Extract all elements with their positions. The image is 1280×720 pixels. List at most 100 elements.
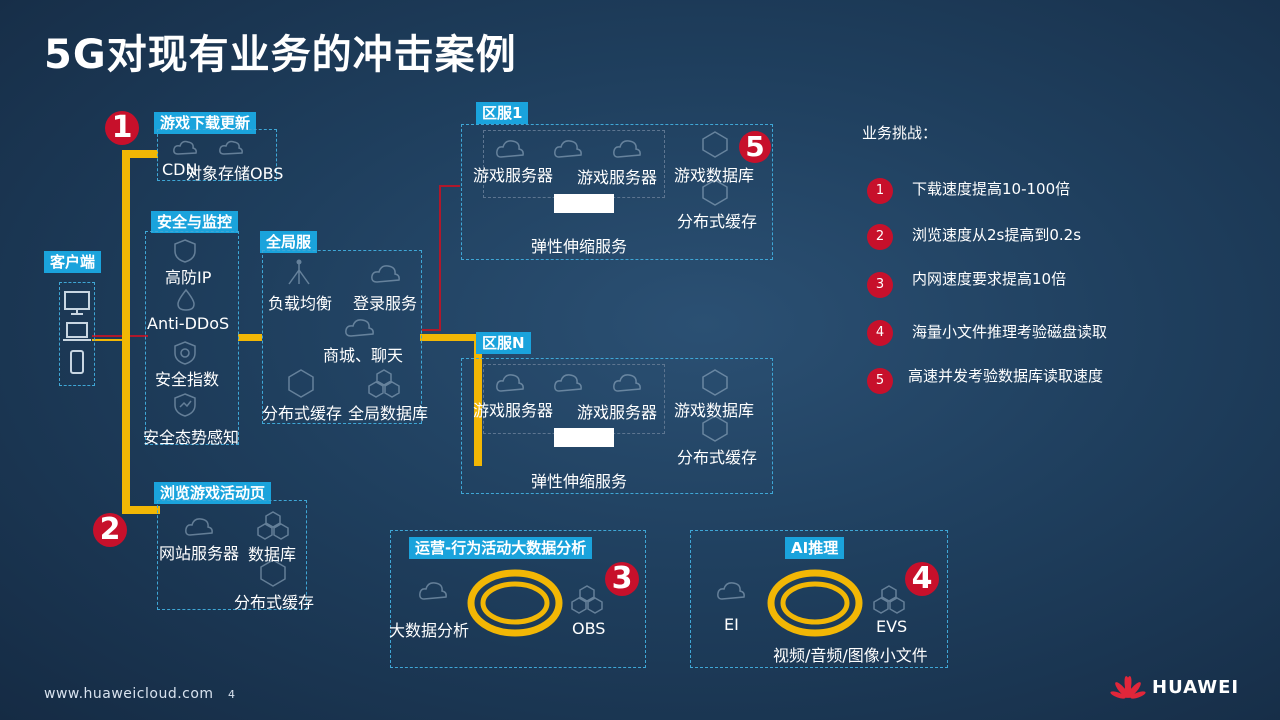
database-hex-icon (702, 131, 728, 158)
brand-wordmark: HUAWEI (1152, 677, 1240, 698)
zoneN-vertical-bar (474, 334, 482, 466)
server-cloud-icon (554, 140, 582, 158)
database-hex-icon (368, 369, 400, 398)
security-item-antiddos-ip: 高防IP (165, 268, 212, 287)
zone1-cache-label: 分布式缓存 (677, 212, 758, 231)
global-box (262, 250, 422, 424)
challenge-badge-3: 3 (867, 272, 893, 298)
bigdata-cloud-icon (419, 582, 447, 600)
badge-1: 1 (105, 111, 139, 145)
footer-url[interactable]: www.huaweicloud.com (44, 686, 214, 702)
cache-hex-icon (260, 559, 286, 587)
zone1-database-label: 游戏数据库 (674, 166, 755, 185)
server-cloud-icon (496, 374, 524, 392)
main-trunk-bar (122, 150, 130, 512)
mall-chat-label: 商城、聊天 (323, 346, 404, 365)
client-devices-icon (63, 291, 91, 374)
global-tag: 全局服 (260, 231, 318, 253)
zone1-server1-label: 游戏服务器 (473, 166, 554, 185)
challenge-badge-1: 1 (867, 178, 893, 204)
cloud-icon (219, 140, 243, 155)
zoneN-server2-label: 游戏服务器 (577, 403, 658, 422)
zoneN-box (461, 358, 773, 494)
server-cloud-icon (613, 140, 641, 158)
small-files-label: 视频/音频/图像小文件 (773, 646, 928, 665)
web-server-label: 网站服务器 (159, 544, 240, 563)
zoneN-scaling-label: 弹性伸缩服务 (531, 472, 628, 491)
zoneN-tag: 区服N (476, 332, 531, 354)
download-branch-bar (122, 150, 158, 158)
download-box (157, 129, 277, 181)
database-hex-icon (702, 369, 728, 396)
global-cache-label: 分布式缓存 (262, 404, 343, 423)
ai-box (690, 530, 948, 668)
zoneN-cache-label: 分布式缓存 (677, 448, 758, 467)
bigdata-analysis-label: 大数据分析 (389, 621, 470, 640)
zoneN-server1-label: 游戏服务器 (473, 401, 554, 420)
shield-check-icon (174, 341, 196, 365)
obs-label: 对象存储OBS (186, 164, 284, 183)
login-service-label: 登录服务 (353, 294, 418, 313)
badge-3: 3 (605, 562, 639, 596)
cache-hex-icon (702, 415, 728, 442)
load-balancer-label: 负载均衡 (268, 294, 333, 313)
ops-obs-label: OBS (572, 619, 606, 638)
security-item-awareness: 安全态势感知 (143, 428, 240, 447)
browse-branch-bar (122, 506, 160, 514)
huawei-logo-icon (1110, 676, 1146, 699)
ei-label: EI (724, 615, 739, 634)
zone1-box (461, 124, 773, 260)
zoneN-database-label: 游戏数据库 (674, 401, 755, 420)
badge-2: 2 (93, 513, 127, 547)
browse-cache-label: 分布式缓存 (234, 593, 315, 612)
challenge-badge-5: 5 (867, 368, 893, 394)
download-tag: 游戏下载更新 (154, 112, 257, 134)
drop-icon (177, 288, 195, 311)
challenge-text-2: 浏览速度从2s提高到0.2s (912, 226, 1082, 244)
server-cloud-icon (613, 374, 641, 392)
evs-hex-icon (873, 585, 905, 614)
ai-data-loop-icon (767, 569, 863, 637)
ai-tag: AI推理 (785, 537, 845, 559)
server-cloud-icon (496, 140, 524, 158)
cloud-icon (173, 140, 197, 155)
ops-box (390, 530, 646, 668)
security-box (145, 231, 239, 445)
challenge-badge-2: 2 (867, 224, 893, 250)
ops-data-loop-icon (467, 569, 563, 637)
server-cloud-icon (554, 374, 582, 392)
challenge-badge-4: 4 (867, 320, 893, 346)
cache-hex-icon (288, 369, 314, 398)
cdn-label: CDN (162, 160, 198, 179)
cache-hex-icon (702, 179, 728, 206)
security-item-antiddos: Anti-DDoS (147, 314, 230, 333)
zone1-scaling-label: 弹性伸缩服务 (531, 237, 628, 256)
browse-tag: 浏览游戏活动页 (154, 482, 272, 504)
load-balancer-icon (288, 259, 310, 285)
database-hex-icon (257, 511, 289, 540)
ei-cloud-icon (717, 582, 745, 600)
challenge-text-3: 内网速度要求提高10倍 (912, 270, 1067, 288)
client-tag: 客户端 (44, 251, 102, 273)
evs-label: EVS (876, 617, 908, 636)
obs-hex-icon (571, 585, 603, 614)
zone1-scaling-bar (554, 194, 614, 213)
browse-box (157, 500, 307, 610)
challenges-title: 业务挑战： (862, 124, 938, 142)
web-server-cloud-icon (185, 518, 213, 536)
challenge-text-4: 海量小文件推理考验磁盘读取 (912, 323, 1108, 341)
security-tag: 安全与监控 (151, 211, 239, 233)
page-number: 4 (228, 688, 235, 701)
global-database-label: 全局数据库 (348, 404, 429, 423)
zone1-tag: 区服1 (476, 102, 529, 124)
zone1-server2-label: 游戏服务器 (577, 168, 658, 187)
security-global-bar (238, 334, 262, 341)
cloud-icon (345, 319, 374, 337)
badge-5-number: 5 (739, 131, 771, 163)
challenge-text-5: 高速并发考验数据库读取速度 (908, 367, 1104, 385)
badge-5: 5 (738, 130, 772, 164)
badge-4: 4 (905, 562, 939, 596)
client-box (59, 282, 95, 386)
zoneN-scaling-bar (554, 428, 614, 447)
global-zone-bar (420, 334, 478, 341)
